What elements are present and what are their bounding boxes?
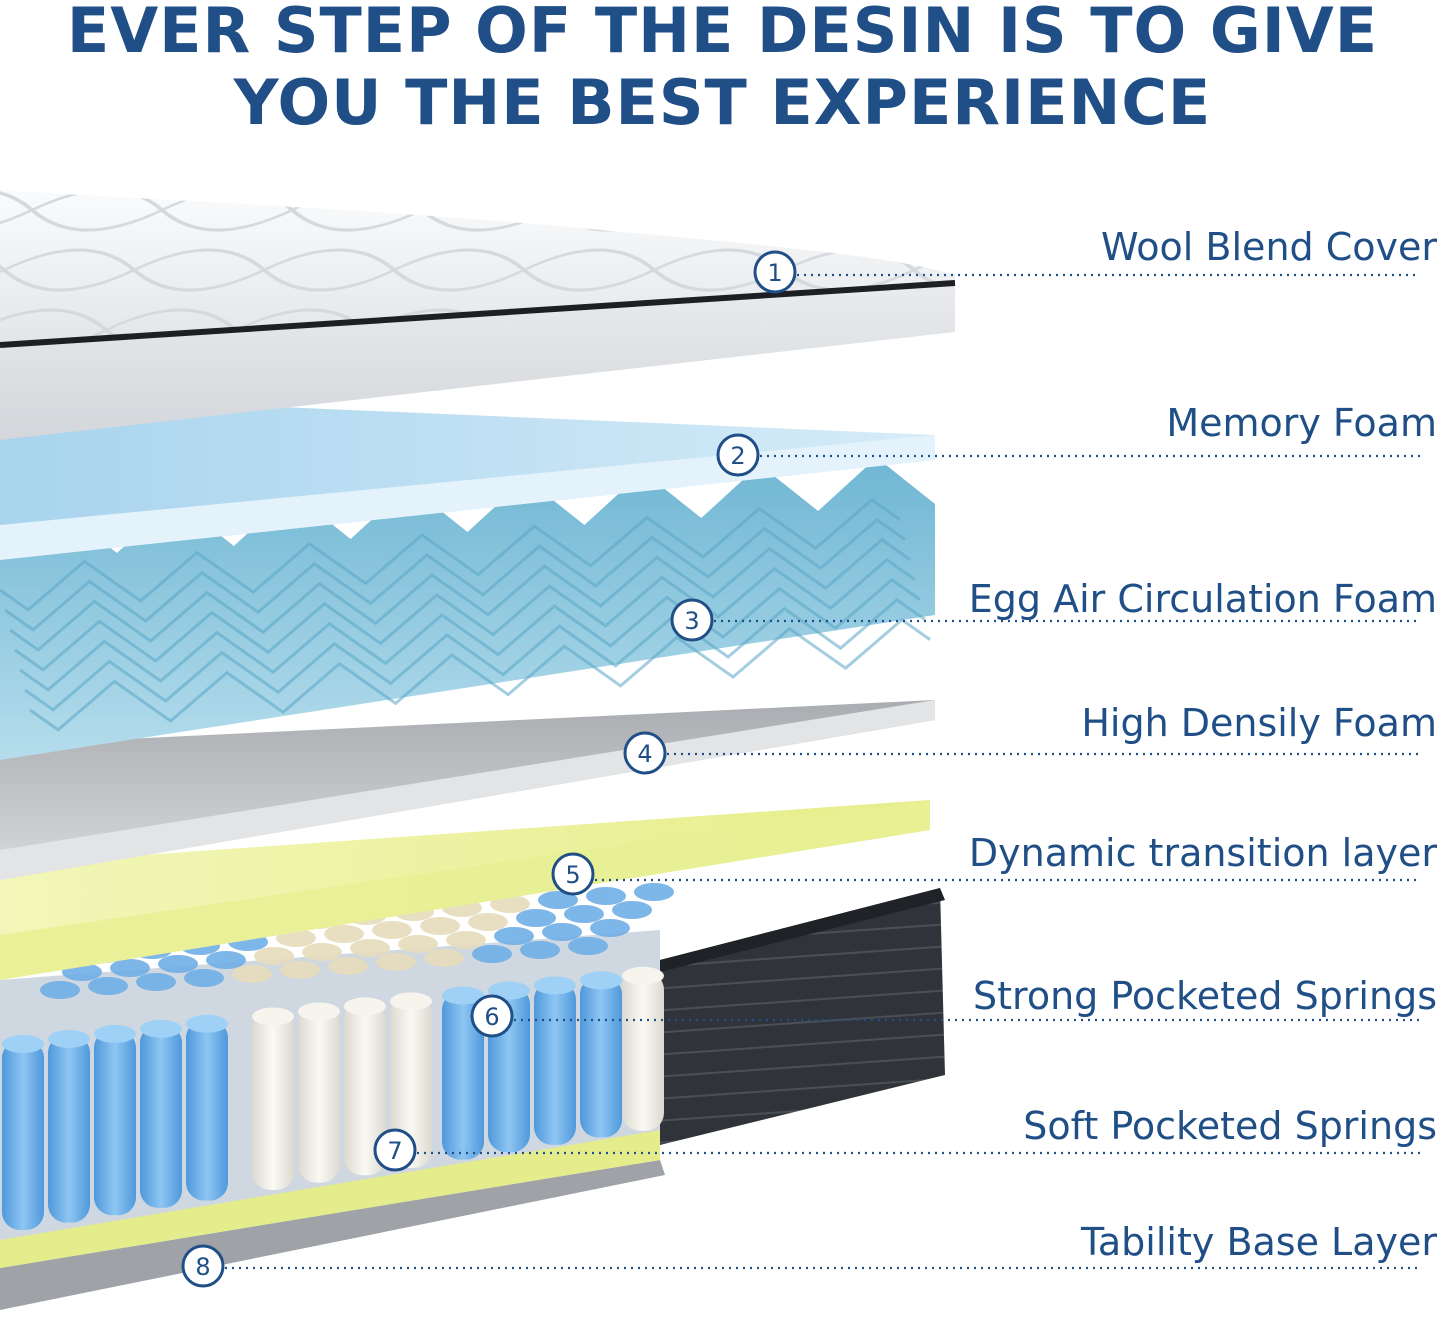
number-6-circle-icon: 6 (470, 994, 514, 1038)
marker-number-8: 8 (195, 1253, 210, 1281)
base-layer-shape (0, 1128, 665, 1310)
number-8-circle-icon: 8 (181, 1244, 225, 1288)
number-7-circle-icon: 7 (373, 1128, 417, 1172)
number-2-circle-icon: 2 (716, 433, 760, 477)
layer-label-2: Memory Foam (1166, 401, 1437, 445)
number-3-circle-icon: 3 (670, 598, 714, 642)
marker-number-3: 3 (684, 607, 699, 635)
number-1-circle-icon: 1 (753, 250, 797, 294)
layer-label-3: Egg Air Circulation Foam (968, 577, 1437, 621)
layer-label-7: Soft Pocketed Springs (1023, 1104, 1437, 1148)
headline-line-1: EVER STEP OF THE DESIN IS TO GIVE (66, 0, 1379, 67)
marker-number-6: 6 (484, 1003, 499, 1031)
marker-number-4: 4 (637, 740, 652, 768)
transition-layer-shape (0, 800, 930, 980)
memory-foam-shape (0, 395, 935, 560)
layer-label-5: Dynamic transition layer (968, 831, 1437, 875)
layer-label-6: Strong Pocketed Springs (973, 974, 1437, 1018)
layer-label-8: Tability Base Layer (1080, 1220, 1437, 1264)
number-4-circle-icon: 4 (623, 731, 667, 775)
side-panel-shape (660, 888, 945, 1145)
number-5-circle-icon: 5 (551, 852, 595, 896)
marker-number-1: 1 (767, 259, 782, 287)
marker-number-7: 7 (387, 1137, 402, 1165)
high-density-foam-shape (0, 700, 935, 880)
layer-label-4: High Densily Foam (1081, 701, 1437, 745)
headline-line-2: YOU THE BEST EXPERIENCE (233, 66, 1212, 139)
layer-label-1: Wool Blend Cover (1100, 225, 1437, 269)
leader-lines (225, 273, 1420, 1270)
marker-number-2: 2 (730, 442, 745, 470)
cover-shape (0, 190, 956, 440)
number-markers: 1 2 3 4 5 6 7 8 (181, 250, 797, 1288)
egg-foam-shape (0, 457, 935, 760)
marker-number-5: 5 (565, 861, 580, 889)
